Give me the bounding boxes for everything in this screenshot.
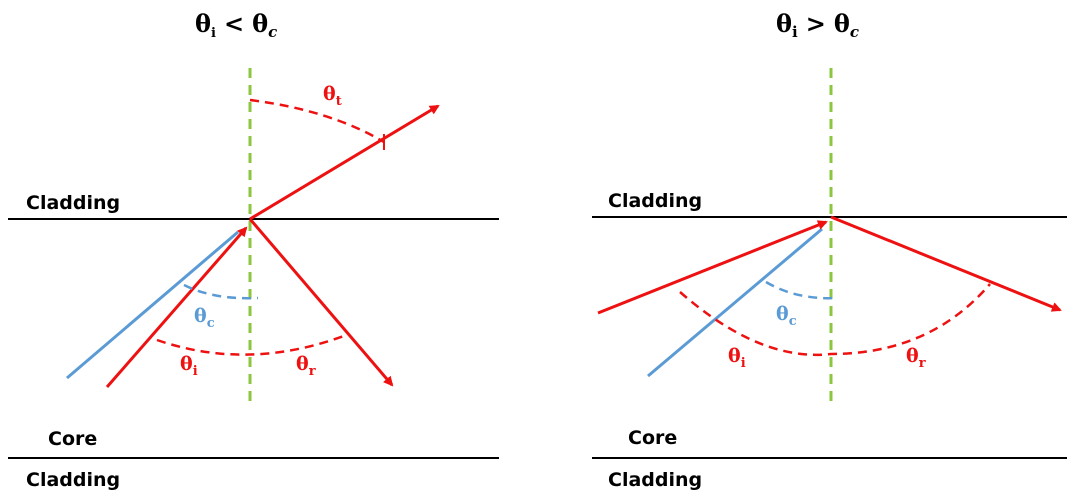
right-incident-ray bbox=[597, 220, 828, 315]
left-angle-critical: θc bbox=[194, 305, 215, 331]
left-angle-reflected: θr bbox=[296, 353, 316, 379]
right-material-top: Cladding bbox=[608, 190, 702, 212]
left-incident-ray bbox=[105, 226, 248, 388]
left-transmitted-ray bbox=[249, 104, 440, 221]
right-angle-critical: θc bbox=[776, 303, 797, 329]
right-angle-incident: θi bbox=[728, 345, 746, 371]
left-reflected-ray bbox=[248, 218, 394, 387]
right-material-bottom: Cladding bbox=[608, 469, 702, 491]
left-material-core: Core bbox=[48, 428, 97, 450]
right-critical-angle-arc bbox=[765, 280, 839, 300]
left-panel bbox=[8, 68, 499, 459]
left-transmitted-angle-arc bbox=[249, 98, 385, 144]
right-material-core: Core bbox=[628, 427, 677, 449]
left-title: θi<θc bbox=[195, 9, 277, 41]
left-incident-reflected-arc bbox=[156, 332, 350, 356]
right-incident-reflected-arc bbox=[679, 283, 991, 356]
left-critical-ray bbox=[66, 230, 239, 380]
right-reflected-ray bbox=[830, 215, 1062, 312]
right-panel bbox=[592, 68, 1067, 459]
right-title: θi>θc bbox=[776, 9, 859, 41]
left-angle-incident: θi bbox=[180, 353, 198, 379]
right-angle-reflected: θr bbox=[906, 345, 926, 371]
left-material-bottom: Cladding bbox=[26, 469, 120, 491]
right-critical-ray bbox=[647, 227, 823, 378]
left-critical-angle-arc bbox=[183, 283, 259, 300]
left-angle-transmitted: θt bbox=[323, 83, 342, 109]
left-material-top: Cladding bbox=[26, 192, 120, 214]
